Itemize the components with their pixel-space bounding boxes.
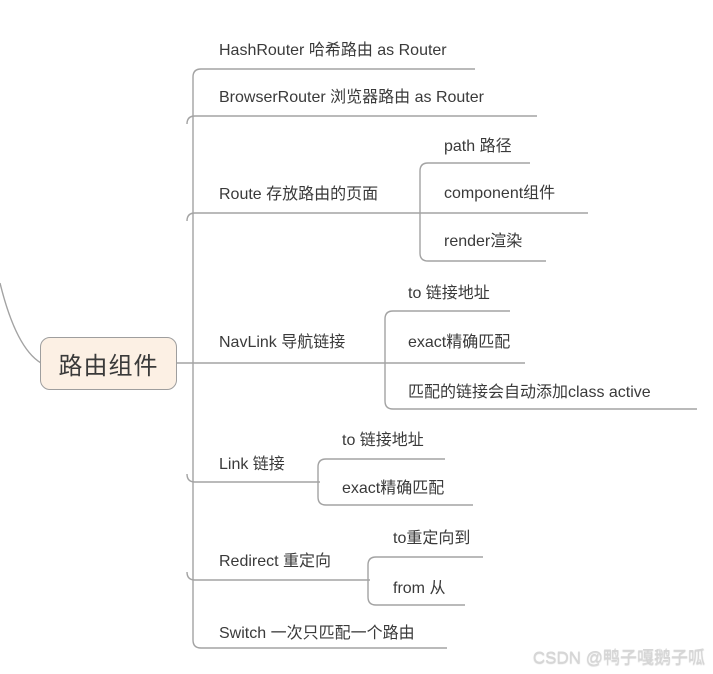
browserrouter-line — [186, 115, 537, 125]
subtopic-navlink-exact[interactable]: exact精确匹配 — [408, 334, 511, 351]
topic-navlink[interactable]: NavLink 导航链接 — [219, 334, 346, 351]
subtopic-link-exact[interactable]: exact精确匹配 — [342, 480, 445, 497]
subtopic-redirect-to[interactable]: to重定向到 — [393, 530, 471, 547]
root-incoming-curve — [0, 282, 42, 364]
subtopic-route-render[interactable]: render渲染 — [444, 233, 523, 250]
root-topic[interactable]: 路由组件 — [40, 337, 177, 390]
subtopic-redirect-from[interactable]: from 从 — [393, 580, 446, 597]
redirect-children-bracket — [367, 556, 483, 606]
topic-hashrouter[interactable]: HashRouter 哈希路由 as Router — [219, 42, 447, 59]
link-line — [186, 473, 320, 483]
main-trunk-line — [192, 68, 475, 649]
topic-link[interactable]: Link 链接 — [219, 456, 285, 473]
link-children-bracket — [317, 458, 473, 506]
topic-browserrouter[interactable]: BrowserRouter 浏览器路由 as Router — [219, 89, 484, 106]
subtopic-link-to[interactable]: to 链接地址 — [342, 432, 424, 449]
subtopic-navlink-active[interactable]: 匹配的链接会自动添加class active — [408, 384, 651, 401]
topic-route[interactable]: Route 存放路由的页面 — [219, 186, 379, 203]
topic-switch[interactable]: Switch 一次只匹配一个路由 — [219, 625, 415, 642]
subtopic-navlink-to[interactable]: to 链接地址 — [408, 285, 490, 302]
route-children-bracket — [419, 162, 546, 262]
subtopic-route-component[interactable]: component组件 — [444, 185, 556, 202]
navlink-children-bracket — [384, 310, 697, 410]
redirect-line — [186, 571, 370, 581]
route-line — [186, 212, 588, 222]
subtopic-route-path[interactable]: path 路径 — [444, 138, 512, 155]
topic-redirect[interactable]: Redirect 重定向 — [219, 553, 332, 570]
csdn-watermark: CSDN @鸭子嘎鹅子呱 — [532, 648, 705, 667]
